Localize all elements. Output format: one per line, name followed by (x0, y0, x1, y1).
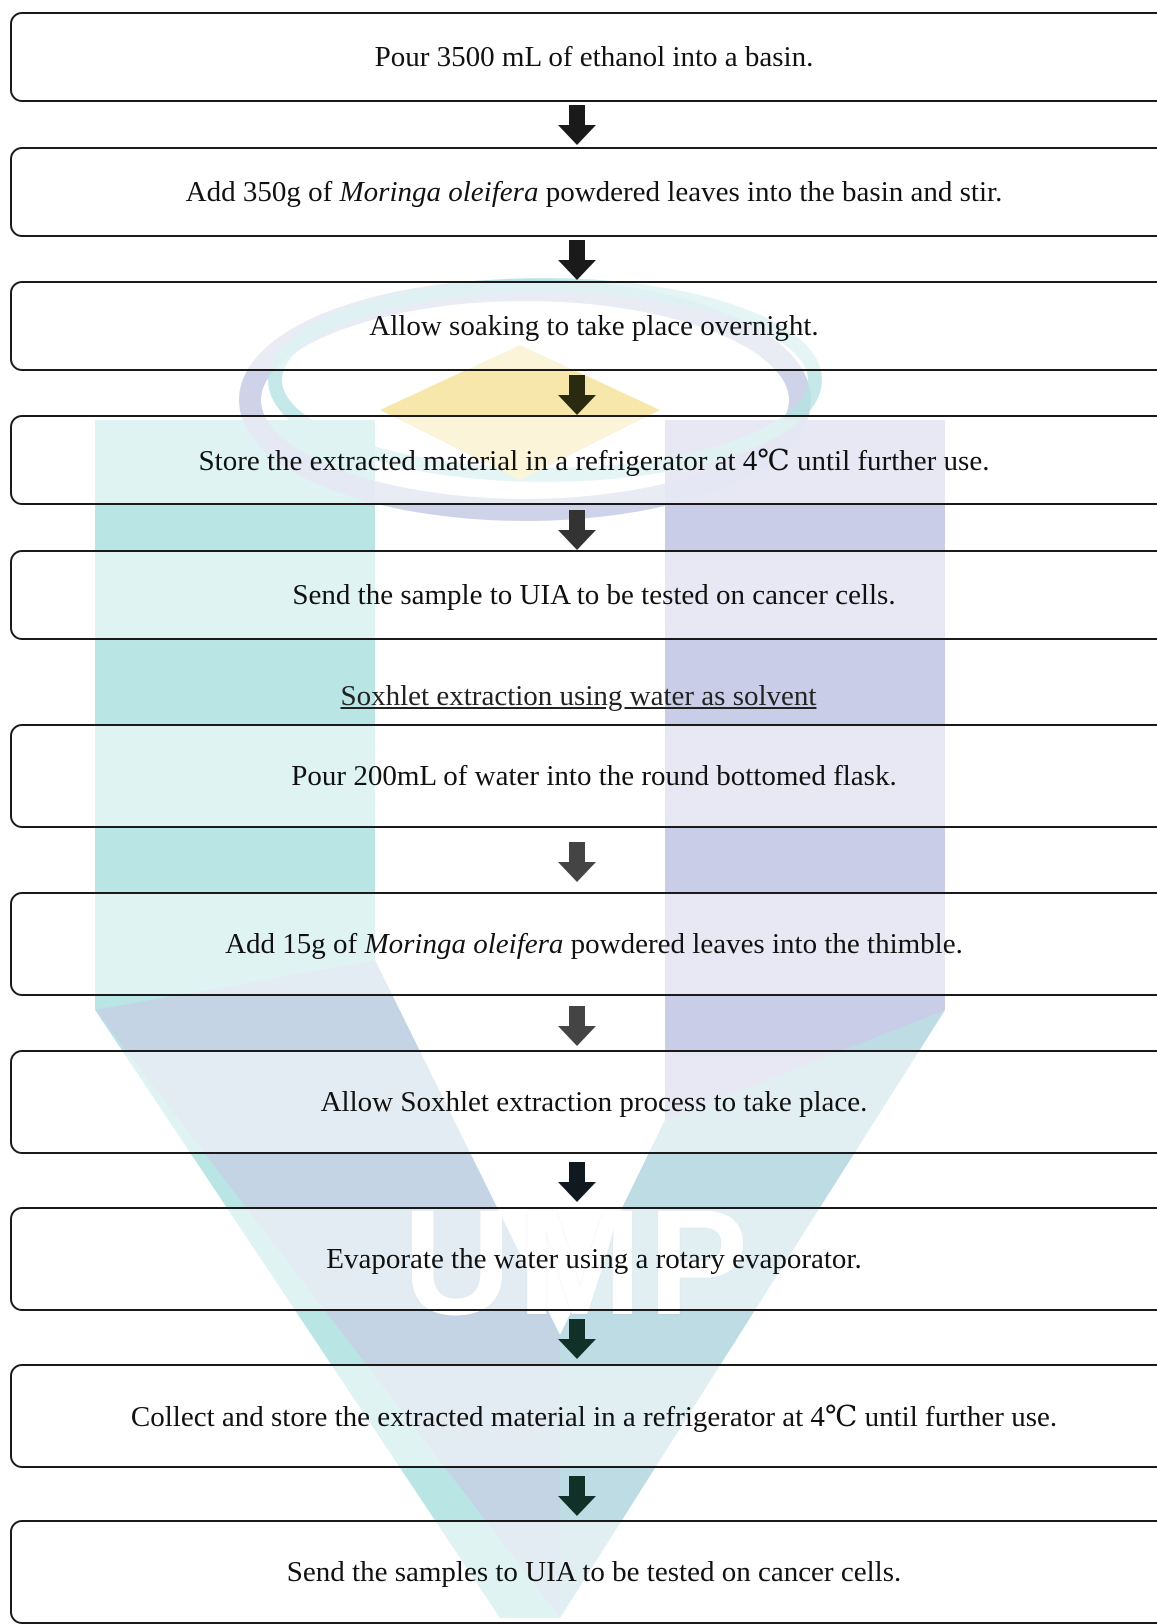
step-text: Pour 200mL of water into the round botto… (291, 759, 897, 792)
step-text: Send the sample to UIA to be tested on c… (292, 578, 896, 611)
step-box-6: Pour 200mL of water into the round botto… (10, 724, 1157, 828)
step-text: Pour 3500 mL of ethanol into a basin. (374, 40, 814, 73)
step-box-1: Pour 3500 mL of ethanol into a basin. (10, 12, 1157, 102)
step-box-7: Add 15g of Moringa oleifera powdered lea… (10, 892, 1157, 996)
down-arrow-icon (558, 1319, 596, 1359)
step-text: Collect and store the extracted material… (130, 1400, 1058, 1433)
down-arrow-icon (558, 375, 596, 415)
step-box-2: Add 350g of Moringa oleifera powdered le… (10, 147, 1157, 237)
down-arrow-icon (558, 842, 596, 882)
step-box-8: Allow Soxhlet extraction process to take… (10, 1050, 1157, 1154)
step-text: Allow Soxhlet extraction process to take… (320, 1085, 868, 1118)
down-arrow-icon (558, 240, 596, 280)
step-text: Store the extracted material in a refrig… (198, 444, 990, 477)
step-box-10: Collect and store the extracted material… (10, 1364, 1157, 1468)
step-text: Add 15g of Moringa oleifera powdered lea… (225, 927, 963, 960)
step-text: Add 350g of Moringa oleifera powdered le… (185, 175, 1003, 208)
down-arrow-icon (558, 1476, 596, 1516)
step-box-4: Store the extracted material in a refrig… (10, 415, 1157, 505)
step-box-9: Evaporate the water using a rotary evapo… (10, 1207, 1157, 1311)
down-arrow-icon (558, 105, 596, 145)
step-box-5: Send the sample to UIA to be tested on c… (10, 550, 1157, 640)
step-text: Evaporate the water using a rotary evapo… (326, 1242, 862, 1275)
section-heading: Soxhlet extraction using water as solven… (340, 680, 817, 712)
down-arrow-icon (558, 1162, 596, 1202)
step-text: Allow soaking to take place overnight. (369, 309, 819, 342)
step-box-3: Allow soaking to take place overnight. (10, 281, 1157, 371)
step-box-11: Send the samples to UIA to be tested on … (10, 1520, 1157, 1624)
step-text: Send the samples to UIA to be tested on … (286, 1555, 902, 1588)
down-arrow-icon (558, 510, 596, 550)
down-arrow-icon (558, 1006, 596, 1046)
